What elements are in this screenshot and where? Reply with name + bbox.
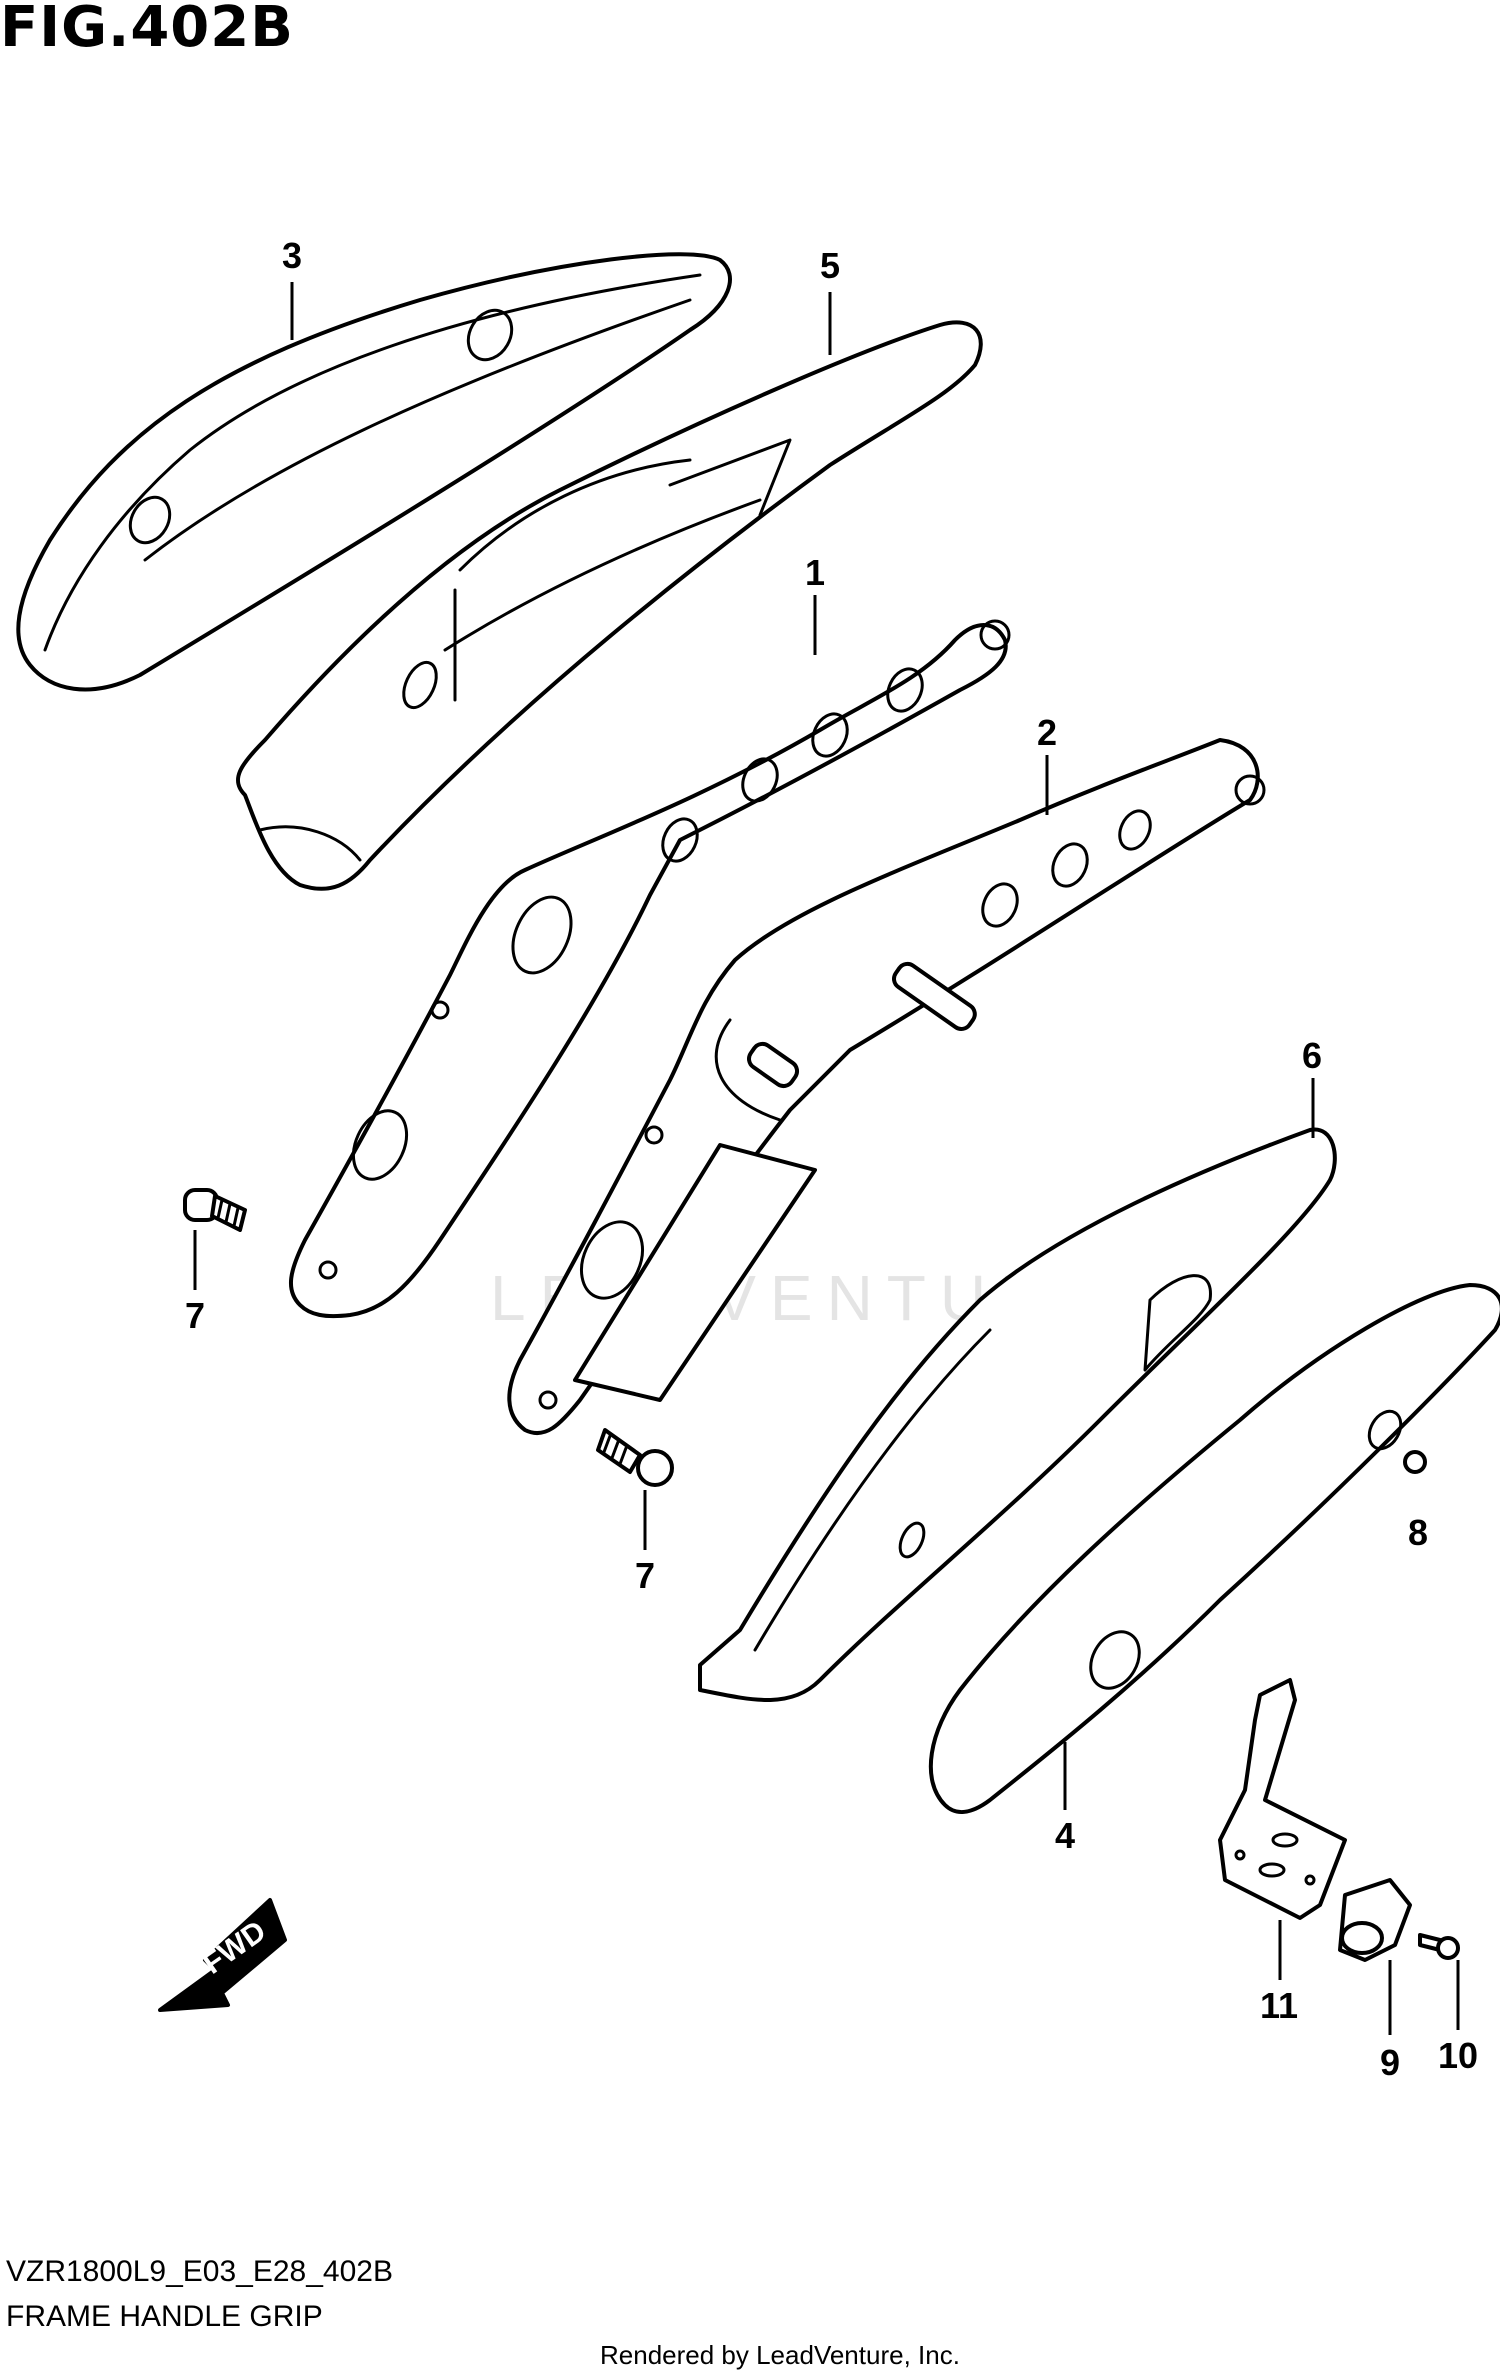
- part-5-grip: [235, 320, 983, 891]
- callout-5: 5: [820, 245, 840, 286]
- part-11-bracket-plate: [1218, 1678, 1347, 1920]
- part-2-bracket: [507, 738, 1266, 1436]
- callouts: 3 5 1 2 6 7 7 8 4 11 9 10: [185, 235, 1478, 2083]
- rendered-by-credit: Rendered by LeadVenture, Inc.: [600, 2340, 960, 2370]
- callout-7a: 7: [185, 1295, 205, 1336]
- leader-lines: [193, 282, 1460, 2035]
- part-9-clamp: [1338, 1878, 1412, 1962]
- callout-10: 10: [1438, 2035, 1478, 2076]
- part-7-screw-a: [183, 1188, 247, 1232]
- callout-11: 11: [1260, 1985, 1298, 2026]
- callout-6: 6: [1302, 1035, 1322, 1076]
- diagram-caption: FRAME HANDLE GRIP: [6, 2300, 323, 2333]
- figure-title: FIG.402B: [0, 0, 294, 60]
- diagram-code: VZR1800L9_E03_E28_402B: [6, 2255, 393, 2288]
- callout-1: 1: [805, 552, 825, 593]
- part-6-grip: [698, 1127, 1337, 1702]
- callout-9: 9: [1380, 2042, 1400, 2083]
- callout-2: 2: [1037, 712, 1057, 753]
- callout-4: 4: [1055, 1815, 1075, 1856]
- part-7-screw-b: [596, 1428, 674, 1487]
- callout-8: 8: [1408, 1512, 1428, 1553]
- callout-7b: 7: [635, 1555, 655, 1596]
- part-4-grip-cover: [928, 1283, 1500, 1814]
- part-10-screw: [1418, 1933, 1460, 1960]
- part-3-grip-cover: [16, 252, 732, 692]
- fwd-direction-arrow: FWD: [158, 1898, 287, 2012]
- part-8-washer: [1403, 1450, 1427, 1474]
- part-1-bracket: [288, 619, 1011, 1319]
- callout-3: 3: [282, 235, 302, 276]
